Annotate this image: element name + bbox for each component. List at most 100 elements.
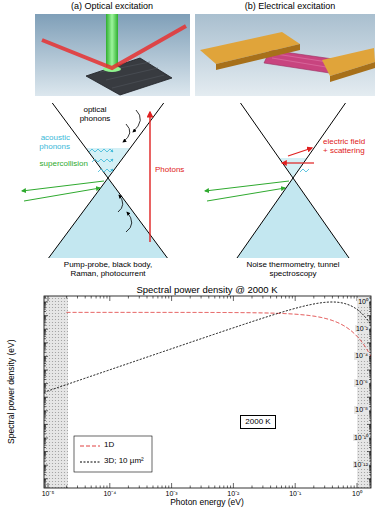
axis-tick xyxy=(369,344,371,345)
axis-tick xyxy=(44,431,46,432)
axis-tick xyxy=(165,486,166,489)
pump-beam xyxy=(106,14,118,69)
phonon-emission-arrow xyxy=(118,195,123,212)
axis-tick xyxy=(369,334,371,335)
axis-tick xyxy=(44,428,46,429)
axis-tick xyxy=(171,483,172,488)
axis-tick xyxy=(369,375,371,376)
axis-tick xyxy=(233,296,234,301)
axis-tick xyxy=(44,425,46,426)
dirac-cone-optical xyxy=(22,103,167,258)
axis-tick xyxy=(96,296,97,299)
y-tick-label: 10⁻¹⁰ xyxy=(353,434,369,442)
axis-tick xyxy=(44,356,48,357)
axis-tick xyxy=(347,296,348,299)
axis-tick xyxy=(45,486,46,489)
axis-tick xyxy=(369,386,371,387)
axis-tick xyxy=(44,303,46,304)
axis-tick xyxy=(289,296,290,299)
axis-tick xyxy=(44,481,46,482)
axis-tick xyxy=(252,296,253,299)
process-label: acoustic phonons xyxy=(30,134,70,152)
axis-tick xyxy=(369,481,371,482)
process-label: optical phonons xyxy=(77,106,113,124)
axis-tick xyxy=(270,486,271,489)
axis-tick xyxy=(369,303,371,304)
axis-tick xyxy=(369,374,371,375)
filled-band xyxy=(237,178,349,258)
axis-tick xyxy=(369,297,371,298)
legend-label: 3D; 10 µm² xyxy=(104,457,144,466)
axis-tick xyxy=(369,385,371,386)
axis-tick xyxy=(44,484,46,485)
axis-tick xyxy=(369,425,371,426)
axis-tick xyxy=(152,486,153,489)
axis-tick xyxy=(201,486,202,489)
axis-tick xyxy=(369,373,371,374)
axis-tick xyxy=(369,333,371,334)
axis-tick xyxy=(369,461,371,462)
axis-tick xyxy=(44,372,46,373)
axis-tick xyxy=(227,486,228,489)
axis-tick xyxy=(44,333,46,334)
axis-tick xyxy=(44,307,46,308)
axis-tick xyxy=(48,483,49,488)
axis-tick xyxy=(223,486,224,489)
axis-tick xyxy=(338,486,339,489)
phonon-emission-arrow xyxy=(133,110,140,132)
axis-tick xyxy=(44,467,46,468)
axis-tick xyxy=(44,319,46,320)
axis-tick xyxy=(369,389,371,390)
axis-tick xyxy=(44,345,46,346)
chart-title: Spectral power density @ 2000 K xyxy=(97,285,317,295)
axis-tick xyxy=(44,455,46,456)
axis-tick xyxy=(44,377,46,378)
axis-tick xyxy=(369,371,371,372)
x-tick-label: 10⁻² xyxy=(220,490,246,498)
axis-tick xyxy=(313,296,314,299)
curves xyxy=(44,302,371,392)
render-background xyxy=(195,14,375,96)
axis-tick xyxy=(369,443,371,444)
axis-tick xyxy=(44,412,46,413)
axis-tick xyxy=(367,370,371,371)
axis-tick xyxy=(44,401,46,402)
axis-tick xyxy=(44,414,46,415)
axis-tick xyxy=(208,486,209,489)
axis-tick xyxy=(44,426,46,427)
axis-tick xyxy=(106,296,107,299)
axis-tick xyxy=(324,486,325,489)
axis-tick xyxy=(369,398,371,399)
axis-tick xyxy=(369,417,371,418)
axis-tick xyxy=(44,318,46,319)
axis-tick xyxy=(332,296,333,299)
axis-tick xyxy=(44,461,46,462)
axis-tick xyxy=(44,474,46,475)
axis-tick xyxy=(44,330,46,331)
axis-ticks xyxy=(44,296,371,488)
axis-tick xyxy=(227,296,228,299)
y-axis-title: Spectral power density (eV) xyxy=(7,297,16,487)
axis-tick xyxy=(66,486,67,489)
hot-carriers xyxy=(86,148,131,178)
axis-tick xyxy=(369,372,371,373)
method-list: Noise thermometry, tunnel spectroscopy xyxy=(246,261,341,279)
axis-tick xyxy=(369,348,371,349)
axis-tick xyxy=(369,412,371,413)
acoustic-phonon-wave xyxy=(300,169,309,172)
axis-tick xyxy=(44,371,46,372)
axis-tick xyxy=(44,451,48,452)
curve-1d xyxy=(67,312,371,357)
axis-tick xyxy=(44,359,46,360)
axis-tick xyxy=(44,390,46,391)
axis-tick xyxy=(369,379,371,380)
axis-tick xyxy=(85,296,86,299)
axis-tick xyxy=(369,390,371,391)
axis-tick xyxy=(44,485,46,486)
axis-tick xyxy=(219,486,220,489)
legend-box xyxy=(74,436,152,472)
y-tick-label: 10⁻⁶ xyxy=(354,379,369,387)
axis-tick xyxy=(44,480,46,481)
axis-tick xyxy=(369,352,371,353)
